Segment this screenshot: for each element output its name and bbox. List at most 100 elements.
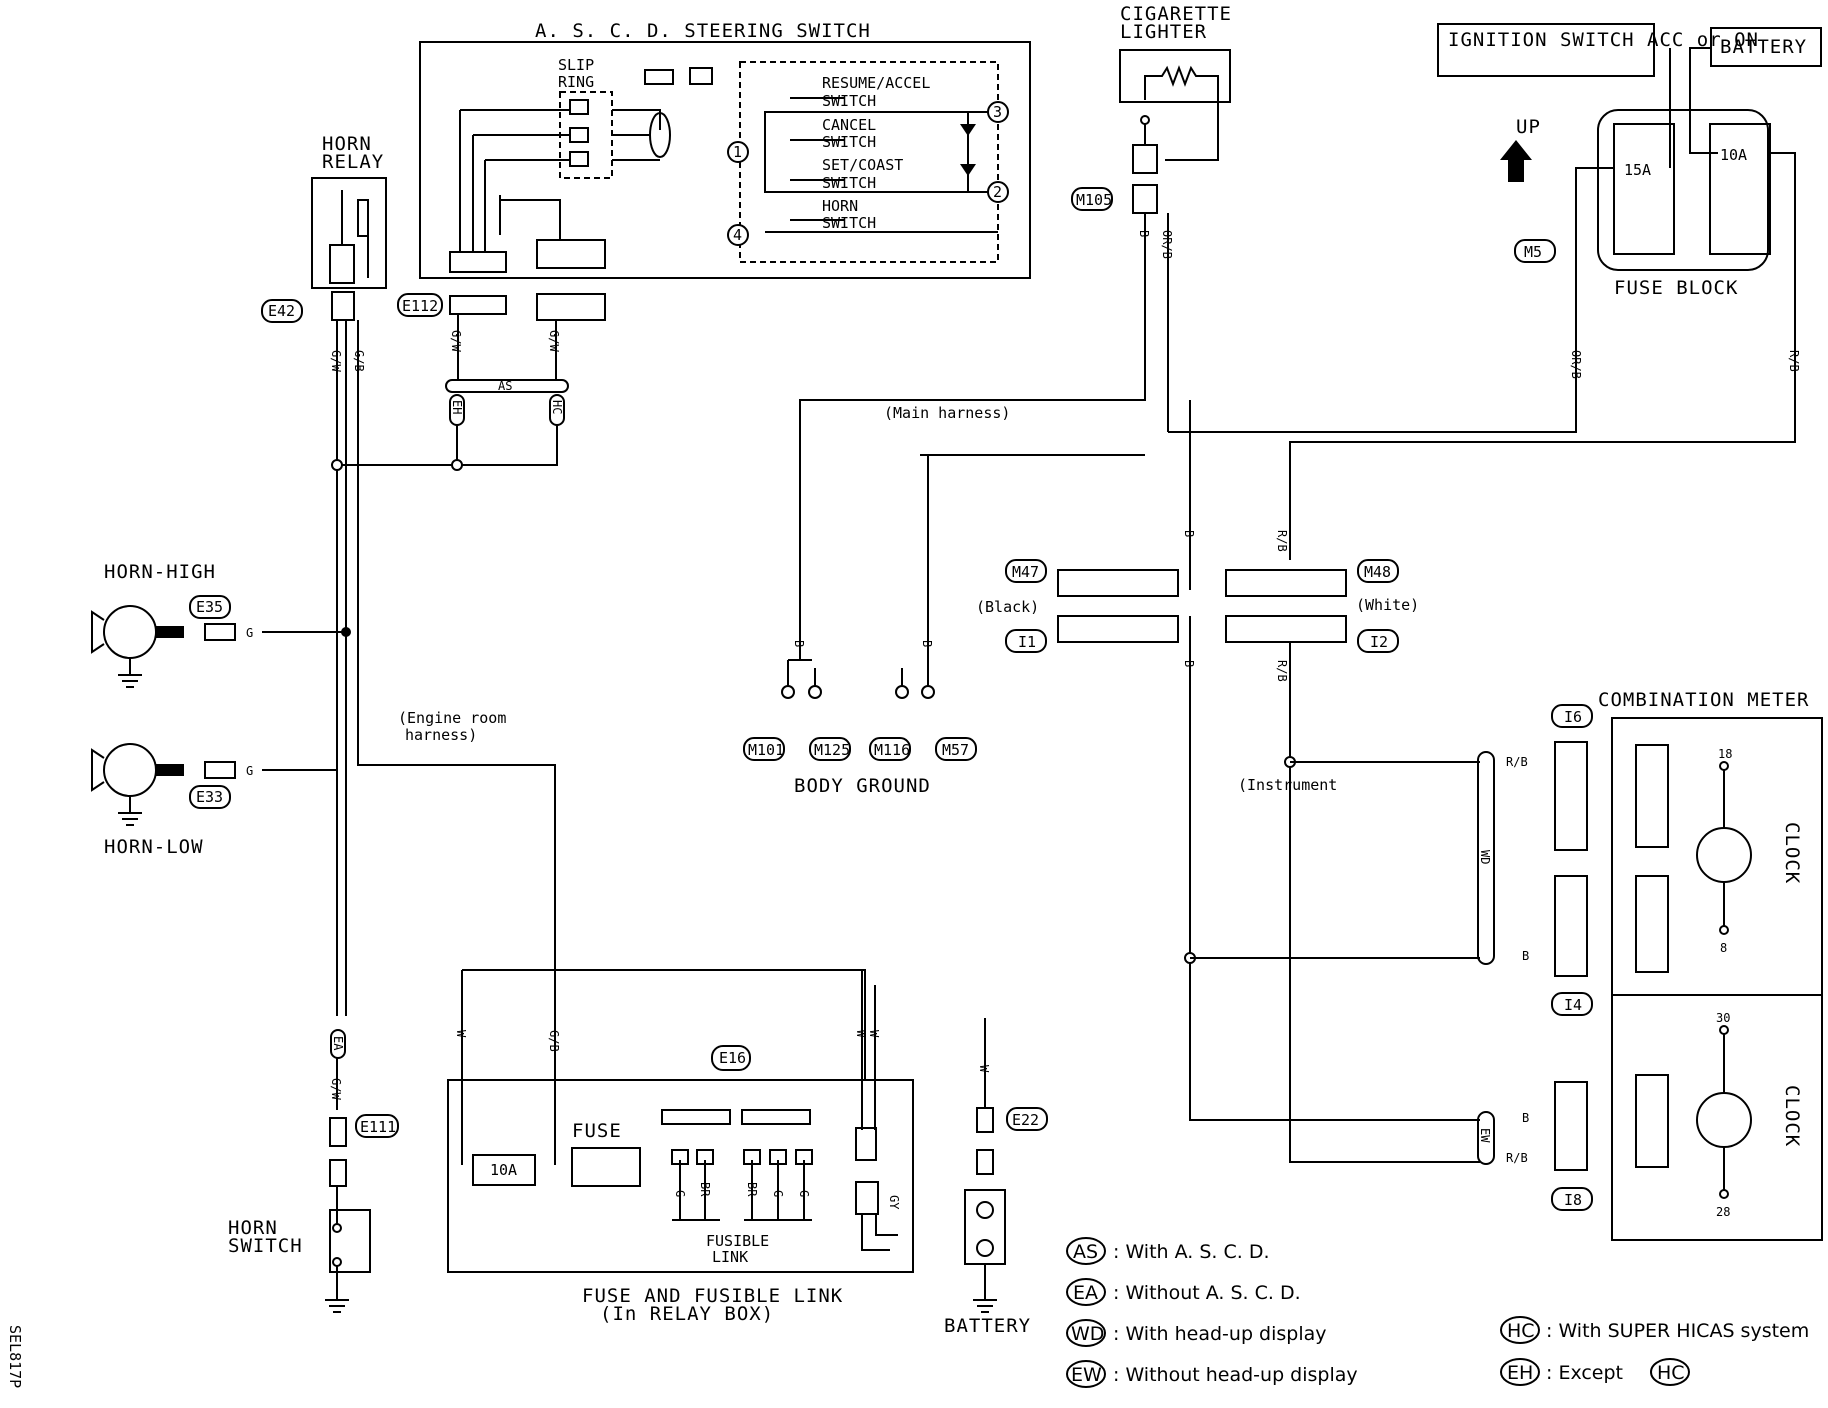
svg-text:I6: I6	[1564, 708, 1582, 726]
svg-text:G/W: G/W	[449, 330, 463, 352]
svg-text:COMBINATION METER: COMBINATION METER	[1598, 689, 1809, 711]
svg-text:B: B	[920, 640, 934, 647]
svg-text:SWITCH: SWITCH	[822, 133, 876, 151]
svg-text:10A: 10A	[490, 1161, 517, 1179]
svg-text:I4: I4	[1564, 996, 1582, 1014]
svg-text:3: 3	[993, 103, 1002, 121]
svg-text:EH: EH	[1507, 1362, 1533, 1384]
svg-text:(Instrument: (Instrument	[1238, 776, 1337, 794]
svg-text:2: 2	[993, 183, 1002, 201]
svg-text:HORN-LOW: HORN-LOW	[104, 836, 204, 858]
svg-text:AS: AS	[1073, 1241, 1098, 1263]
svg-text:M101: M101	[748, 741, 784, 759]
svg-text:10A: 10A	[1720, 146, 1747, 164]
svg-text:GY: GY	[887, 1195, 901, 1210]
svg-text:HC: HC	[1507, 1320, 1535, 1342]
svg-text:W: W	[854, 1030, 868, 1038]
svg-text:G/W: G/W	[329, 350, 343, 372]
svg-text:BR: BR	[698, 1182, 712, 1197]
svg-text:8: 8	[1720, 941, 1727, 955]
svg-text:30: 30	[1716, 1011, 1730, 1025]
svg-text:E35: E35	[196, 598, 223, 616]
svg-text:E111: E111	[360, 1118, 396, 1136]
svg-text:FUSE AND FUSIBLE LINK(In RELAY: FUSE AND FUSIBLE LINK(In RELAY BOX)	[582, 1285, 843, 1325]
svg-text:18: 18	[1718, 747, 1732, 761]
svg-text:OR/B: OR/B	[1160, 230, 1174, 259]
svg-text:B: B	[1137, 230, 1151, 237]
svg-text:: Without A. S. C. D.: : Without A. S. C. D.	[1113, 1282, 1301, 1304]
svg-text:EW: EW	[1071, 1364, 1102, 1386]
svg-text:W: W	[977, 1065, 991, 1073]
horn-low: E33 G HORN-LOW	[91, 743, 337, 858]
svg-text:BATTERY: BATTERY	[944, 1315, 1031, 1337]
svg-text:G/W: G/W	[329, 1078, 343, 1100]
svg-text:FUSE BLOCK: FUSE BLOCK	[1614, 277, 1738, 299]
svg-text:RESUME/ACCEL: RESUME/ACCEL	[822, 74, 930, 92]
horn-high: HORN-HIGH E35 G	[91, 561, 351, 688]
svg-text:E42: E42	[268, 302, 295, 320]
svg-text:M48: M48	[1364, 563, 1391, 581]
svg-text:: With head-up display: : With head-up display	[1113, 1323, 1327, 1345]
svg-text:I8: I8	[1564, 1191, 1582, 1209]
svg-text:OR/B: OR/B	[1569, 350, 1583, 379]
svg-text:FUSE: FUSE	[572, 1120, 622, 1142]
combination-meter: COMBINATION METER I6 I4 I8 R/B B B R/B 1…	[1506, 689, 1823, 1241]
svg-text:R/B: R/B	[1506, 1151, 1528, 1165]
svg-text:SWITCH: SWITCH	[822, 174, 876, 192]
svg-text:BODY GROUND: BODY GROUND	[794, 775, 931, 797]
svg-text:CANCEL: CANCEL	[822, 116, 876, 134]
svg-text:(Main harness): (Main harness)	[884, 404, 1010, 422]
svg-text:B: B	[792, 640, 806, 647]
svg-text:BR: BR	[745, 1182, 759, 1197]
svg-text:B: B	[1522, 1111, 1529, 1125]
svg-text:HC: HC	[550, 400, 564, 414]
fuse-block-area: IGNITION SWITCH ACC or ON BATTERY UP 15A…	[1168, 23, 1822, 560]
svg-text:E112: E112	[402, 297, 438, 315]
svg-text:(Black): (Black)	[976, 598, 1039, 616]
svg-text:EA: EA	[1073, 1282, 1098, 1304]
svg-text:HC: HC	[1657, 1362, 1685, 1384]
svg-text:M125: M125	[814, 741, 850, 759]
svg-text:CLOCK: CLOCK	[1781, 822, 1803, 884]
svg-text:M5: M5	[1524, 243, 1542, 261]
svg-text:I2: I2	[1370, 633, 1388, 651]
svg-text:R/B: R/B	[1275, 660, 1289, 682]
svg-text:4: 4	[733, 226, 742, 244]
svg-text:SWITCH: SWITCH	[822, 214, 876, 232]
svg-text:EH: EH	[450, 400, 464, 414]
legend: AS : With A. S. C. D. EA : Without A. S.…	[1066, 1237, 1809, 1388]
svg-text:R/B: R/B	[1787, 350, 1801, 372]
ascd-switch-title: A. S. C. D. STEERING SWITCH	[535, 20, 871, 42]
svg-text:(White): (White)	[1356, 596, 1419, 614]
svg-text:CLOCK: CLOCK	[1781, 1085, 1803, 1147]
svg-text:W: W	[454, 1030, 468, 1038]
svg-text:G/B: G/B	[352, 350, 366, 372]
svg-text:B: B	[1522, 949, 1529, 963]
svg-text:E16: E16	[719, 1049, 746, 1067]
svg-text:G/W: G/W	[547, 330, 561, 352]
svg-text:15A: 15A	[1624, 161, 1651, 179]
svg-text:G/B: G/B	[547, 1030, 561, 1052]
svg-text:SET/COAST: SET/COAST	[822, 156, 903, 174]
svg-text:G: G	[246, 764, 253, 778]
svg-text:B: B	[1182, 660, 1196, 667]
svg-text:WD: WD	[1478, 850, 1492, 864]
svg-text:: With A. S. C. D.: : With A. S. C. D.	[1113, 1241, 1270, 1263]
svg-text:: Except: : Except	[1546, 1362, 1623, 1384]
svg-text:B: B	[1182, 530, 1196, 537]
svg-text:M57: M57	[942, 741, 969, 759]
svg-text:M116: M116	[874, 741, 910, 759]
svg-text:M47: M47	[1012, 563, 1039, 581]
svg-text:R/B: R/B	[1506, 755, 1528, 769]
svg-text:SWITCH: SWITCH	[822, 92, 876, 110]
svg-text:: With SUPER HICAS system: : With SUPER HICAS system	[1546, 1320, 1809, 1342]
svg-text:G: G	[673, 1190, 687, 1197]
